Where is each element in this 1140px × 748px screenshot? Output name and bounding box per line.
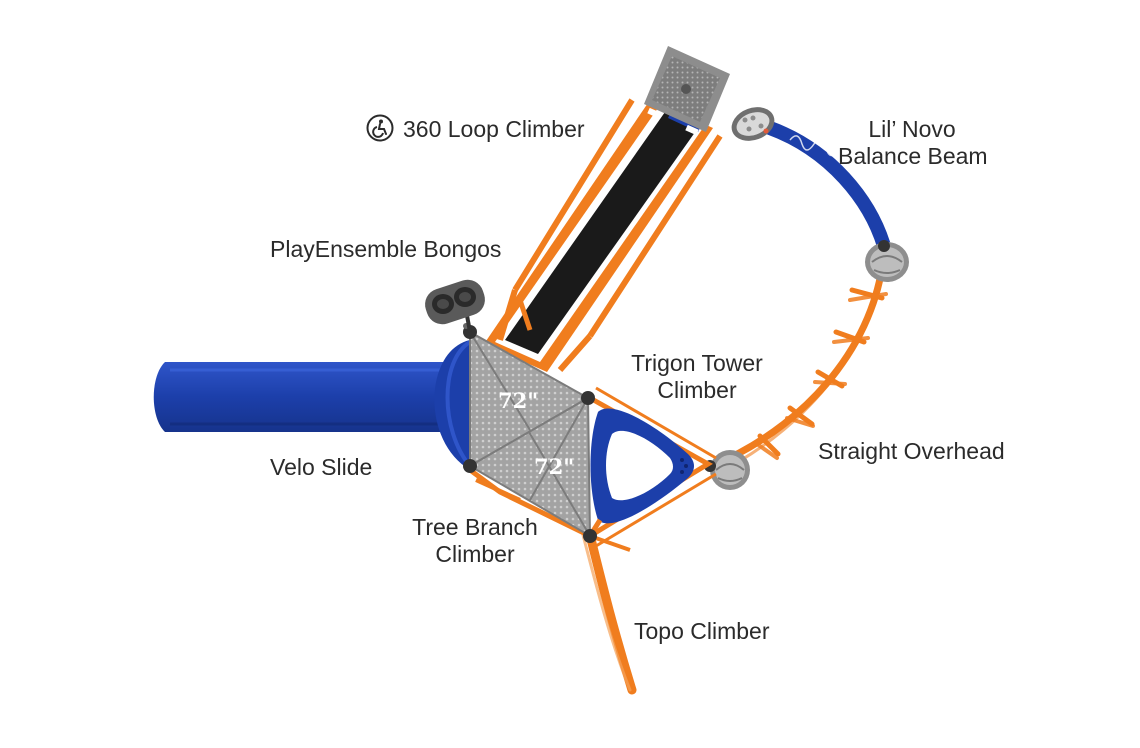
wheelchair-accessible-icon: [366, 114, 394, 142]
label-tree-branch-climber: Tree Branch Climber: [400, 514, 550, 568]
trigon-tower-climber[interactable]: [588, 386, 717, 548]
playensemble-bongos[interactable]: [421, 276, 489, 333]
label-balance-beam: Lil’ Novo Balance Beam: [838, 116, 988, 170]
lower-deck[interactable]: [468, 396, 592, 538]
lower-deck-height: 72": [534, 454, 574, 479]
label-360-loop-climber: 360 Loop Climber: [403, 116, 585, 142]
label-tree-line2: Climber: [435, 541, 515, 567]
label-trigon-line1: Trigon Tower: [631, 350, 763, 376]
tree-branch-climber[interactable]: [468, 467, 631, 552]
label-straight-overhead: Straight Overhead: [818, 438, 1005, 464]
label-balance-beam-line1: Lil’ Novo: [868, 116, 956, 142]
topo-climber[interactable]: [581, 530, 637, 695]
upper-deck-height: 72": [498, 388, 538, 413]
loop-climber-360[interactable]: [484, 41, 730, 372]
velo-slide[interactable]: [153, 340, 480, 470]
deck-posts: [463, 323, 597, 543]
label-trigon-tower-climber: Trigon Tower Climber: [622, 350, 772, 404]
straight-overhead[interactable]: [704, 240, 909, 490]
label-trigon-line2: Climber: [657, 377, 737, 403]
label-playensemble-bongos: PlayEnsemble Bongos: [270, 236, 502, 262]
label-topo-climber: Topo Climber: [634, 618, 770, 644]
label-velo-slide: Velo Slide: [270, 454, 373, 480]
balance-beam[interactable]: [727, 101, 891, 253]
label-balance-beam-line2: Balance Beam: [838, 143, 988, 169]
label-tree-line1: Tree Branch: [412, 514, 538, 540]
